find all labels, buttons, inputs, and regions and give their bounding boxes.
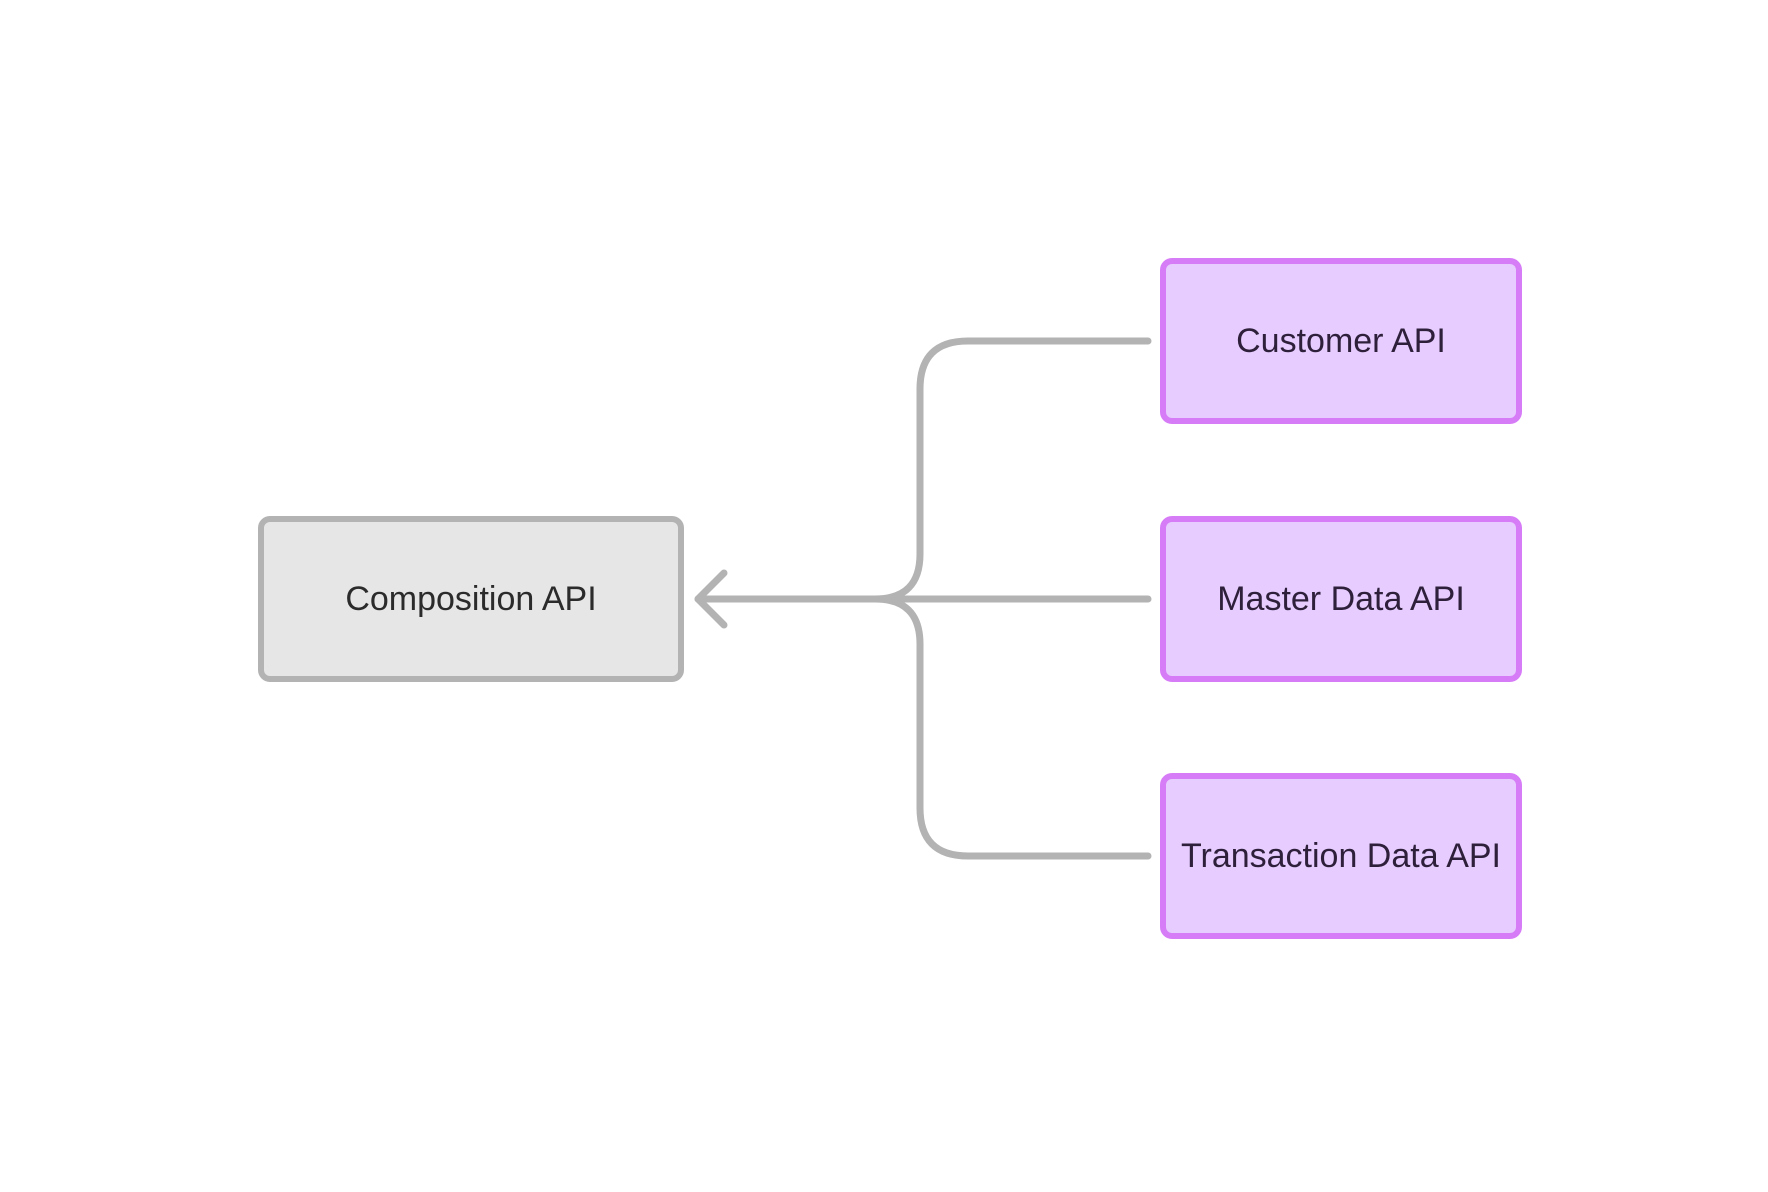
- composition-api-label: Composition API: [345, 579, 597, 618]
- master-data-api-node[interactable]: Master Data API: [1160, 516, 1522, 682]
- customer-api-label: Customer API: [1236, 321, 1446, 360]
- transaction-data-api-node[interactable]: Transaction Data API: [1160, 773, 1522, 939]
- arrowhead-icon: [694, 569, 728, 629]
- customer-api-node[interactable]: Customer API: [1160, 258, 1522, 424]
- composition-api-node[interactable]: Composition API: [258, 516, 684, 682]
- connector-customer-api: [871, 337, 1152, 603]
- master-data-api-label: Master Data API: [1217, 579, 1465, 618]
- transaction-data-api-label: Transaction Data API: [1180, 836, 1501, 875]
- connector-transaction-data-api: [871, 595, 1152, 860]
